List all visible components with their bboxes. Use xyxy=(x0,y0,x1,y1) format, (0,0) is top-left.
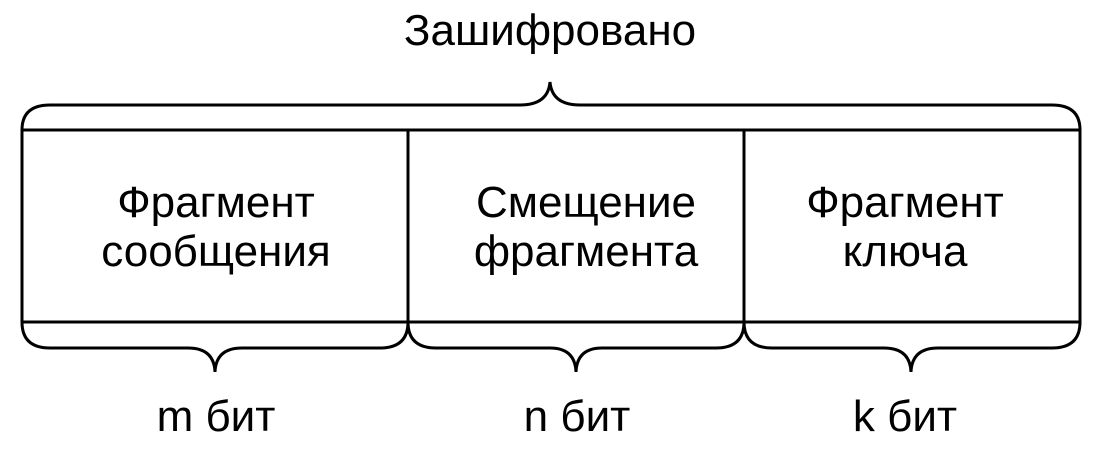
field-message-fragment: Фрагмент сообщения xyxy=(40,178,392,277)
field-key-fragment-line1: Фрагмент xyxy=(806,178,1004,227)
bottom-brace-1 xyxy=(20,321,410,373)
bottom-brace-3 xyxy=(742,321,1082,373)
field-fragment-offset: Смещение фрагмента xyxy=(412,178,760,277)
bottom-brace-2 xyxy=(406,321,746,373)
field-fragment-offset-size: n бит xyxy=(523,392,631,441)
field-fragment-offset-line2: фрагмента xyxy=(473,227,699,277)
field-message-fragment-size: m бит xyxy=(156,392,276,441)
top-brace xyxy=(20,81,1082,131)
encrypted-label: Зашифровано xyxy=(403,6,697,55)
field-message-fragment-line2: сообщения xyxy=(101,227,331,277)
field-key-fragment: Фрагмент ключа xyxy=(740,178,1070,277)
field-fragment-offset-line1: Смещение xyxy=(475,178,697,227)
field-key-fragment-size: k бит xyxy=(852,392,958,441)
field-key-fragment-line2: ключа xyxy=(842,227,968,277)
packet-frame xyxy=(20,128,1082,324)
field-message-fragment-line1: Фрагмент xyxy=(117,178,315,227)
